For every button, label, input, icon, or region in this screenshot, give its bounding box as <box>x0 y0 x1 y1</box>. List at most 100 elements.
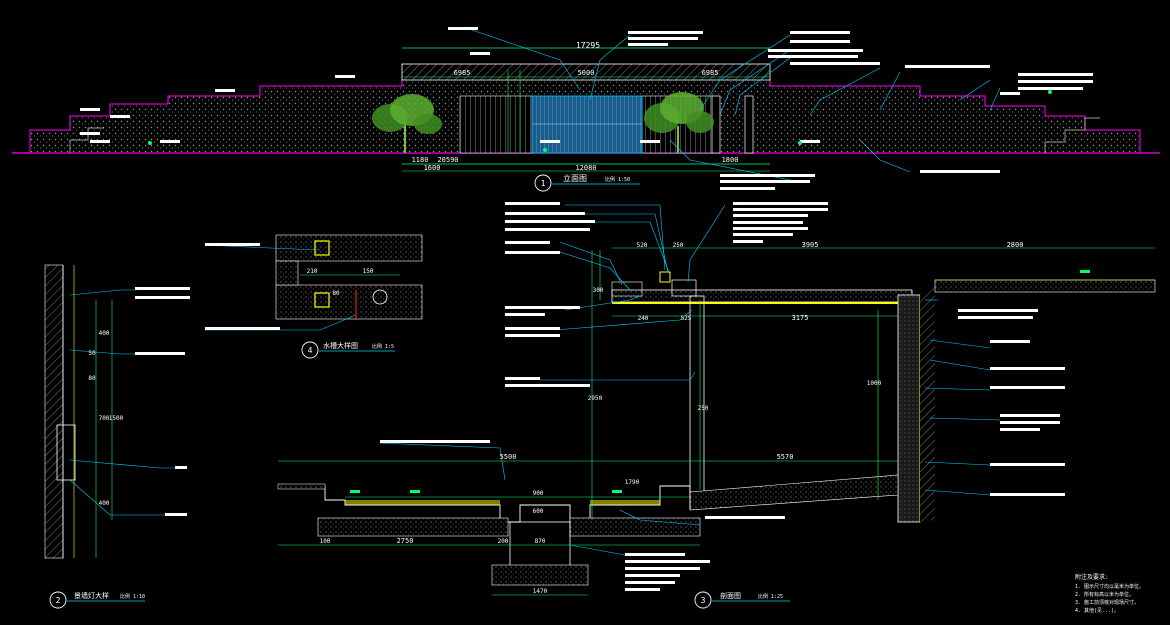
dim-label: 5570 <box>777 453 794 461</box>
section-pool-outline <box>278 485 691 523</box>
dim-label: 900 <box>533 490 544 497</box>
caption-scale: 比例 1:5 <box>372 343 394 350</box>
caption-title: 水槽大样图 <box>323 341 358 350</box>
outlet-slab-top <box>275 234 423 262</box>
caption-circle <box>534 174 552 192</box>
notes-line: 2. 所有标高以米为单位。 <box>1075 591 1134 598</box>
dim-label: 520 <box>637 242 648 249</box>
dim-label: 3905 <box>802 241 819 249</box>
lamp-fixture <box>56 424 76 481</box>
elevation-canopy-roof <box>401 63 771 81</box>
dim-label: 600 <box>533 508 544 515</box>
section-sump-pit <box>509 521 571 571</box>
outlet-annotation-bars <box>205 243 280 330</box>
dim-label: 1180 <box>412 156 429 164</box>
section-pool-base <box>317 517 509 537</box>
section-leader-lines <box>379 204 1001 556</box>
outlet-detail-view: 210 150 80 4 水槽大样图 比例 1:5 <box>204 234 423 359</box>
outlet-slab-bottom <box>275 284 423 320</box>
caption-scale: 比例 1:10 <box>120 593 145 600</box>
section-top-right-ground <box>934 279 1156 293</box>
dim-label: 300 <box>593 287 604 294</box>
section-canopy-slab <box>611 289 913 303</box>
dim-label: 1800 <box>722 156 739 164</box>
dim-label: 1470 <box>533 588 548 595</box>
notes-block: 附注及要求: 1. 图示尺寸均以毫米为单位。 2. 所有标高以米为单位。 3. … <box>1075 573 1144 614</box>
dim-label: 1000 <box>867 380 882 387</box>
lamp-annotation-bars <box>135 287 190 516</box>
outlet-box-bottom <box>314 292 330 308</box>
dim-label: 6985 <box>702 69 719 77</box>
dim-label: 400 <box>99 330 110 337</box>
elevation-water-wall <box>531 95 643 154</box>
section-caption: 3 剖面图 比例 1:25 <box>694 591 790 609</box>
section-ramp-slab <box>689 474 899 511</box>
section-dimension-lines <box>278 247 1155 596</box>
caption-number: 4 <box>308 346 313 355</box>
notes-line: 1. 图示尺寸均以毫米为单位。 <box>1075 583 1144 590</box>
dim-label: 80 <box>332 290 340 297</box>
section-grass-marks <box>350 270 1090 493</box>
notes-line: 3. 施工前须核对现场尺寸。 <box>1075 599 1139 606</box>
dim-label: 1790 <box>625 479 640 486</box>
dim-label: 20590 <box>437 156 458 164</box>
elevation-grass-marks <box>148 90 1052 152</box>
notes-line: 4. 其他(见...)。 <box>1075 607 1119 614</box>
section-view: 520 250 3905 2800 240 525 3175 5500 5570… <box>277 202 1156 609</box>
caption-title: 剖面图 <box>720 591 741 600</box>
elevation-tree-left <box>372 94 442 153</box>
dim-label: 5500 <box>500 453 517 461</box>
dim-label: 80 <box>88 375 96 382</box>
outlet-box-top <box>314 240 330 256</box>
dim-label: 2950 <box>588 395 603 402</box>
dim-label: 250 <box>673 242 684 249</box>
dim-label: 150 <box>363 268 374 275</box>
elevation-wood-panel-left <box>459 95 533 154</box>
dim-label: 50 <box>88 350 96 357</box>
dim-label: 1500 <box>109 415 124 422</box>
lamp-leader-lines <box>69 289 175 516</box>
lamp-wall-hatch <box>44 264 64 559</box>
elevation-annotation-bars <box>448 27 1093 190</box>
caption-scale: 比例 1:25 <box>758 593 783 600</box>
dim-label: 210 <box>307 268 318 275</box>
caption-number: 1 <box>541 179 546 188</box>
elevation-tree-right <box>644 92 714 153</box>
lamp-caption: 2 景墙灯大样 比例 1:10 <box>49 591 145 609</box>
dim-label: 3175 <box>792 314 809 322</box>
dim-label: 525 <box>681 315 692 322</box>
dim-label: 100 <box>320 538 331 545</box>
outlet-caption: 4 水槽大样图 比例 1:5 <box>301 341 395 359</box>
dim-label: 12080 <box>575 164 596 172</box>
elevation-steps-left <box>69 127 104 153</box>
outlet-pipe <box>372 289 388 305</box>
elevation-view: 17295 6985 5000 6985 1180 20590 1600 120… <box>12 27 1160 192</box>
notes-title: 附注及要求: <box>1075 573 1109 581</box>
dim-label: 5000 <box>578 69 595 77</box>
section-canopy-paving <box>612 302 912 304</box>
dim-label: 400 <box>99 500 110 507</box>
dim-label: 700 <box>99 415 110 422</box>
dim-label: 17295 <box>576 41 600 50</box>
lamp-detail-view: 400 50 80 700 1500 400 2 景墙灯大样 比例 1:10 <box>44 264 190 609</box>
section-annotation-bars <box>380 202 1065 591</box>
elevation-level-markers <box>80 52 1020 143</box>
elevation-pillar <box>744 95 754 154</box>
dim-label: 250 <box>698 405 709 412</box>
caption-scale: 比例 1:50 <box>605 176 630 183</box>
elevation-caption: 1 立面图 比例 1:50 <box>534 173 640 192</box>
caption-title: 景墙灯大样 <box>74 591 109 600</box>
caption-title: 立面图 <box>563 173 587 183</box>
dim-label: 6985 <box>454 69 471 77</box>
dim-label: 1600 <box>424 164 441 172</box>
dim-label: 2800 <box>1007 241 1024 249</box>
dim-label: 200 <box>498 538 509 545</box>
dim-label: 2750 <box>397 537 414 545</box>
section-retaining-wall <box>897 294 921 523</box>
section-column <box>689 295 705 493</box>
caption-number: 3 <box>701 596 706 605</box>
elevation-steps-right <box>1044 117 1100 153</box>
dim-label: 870 <box>535 538 546 545</box>
